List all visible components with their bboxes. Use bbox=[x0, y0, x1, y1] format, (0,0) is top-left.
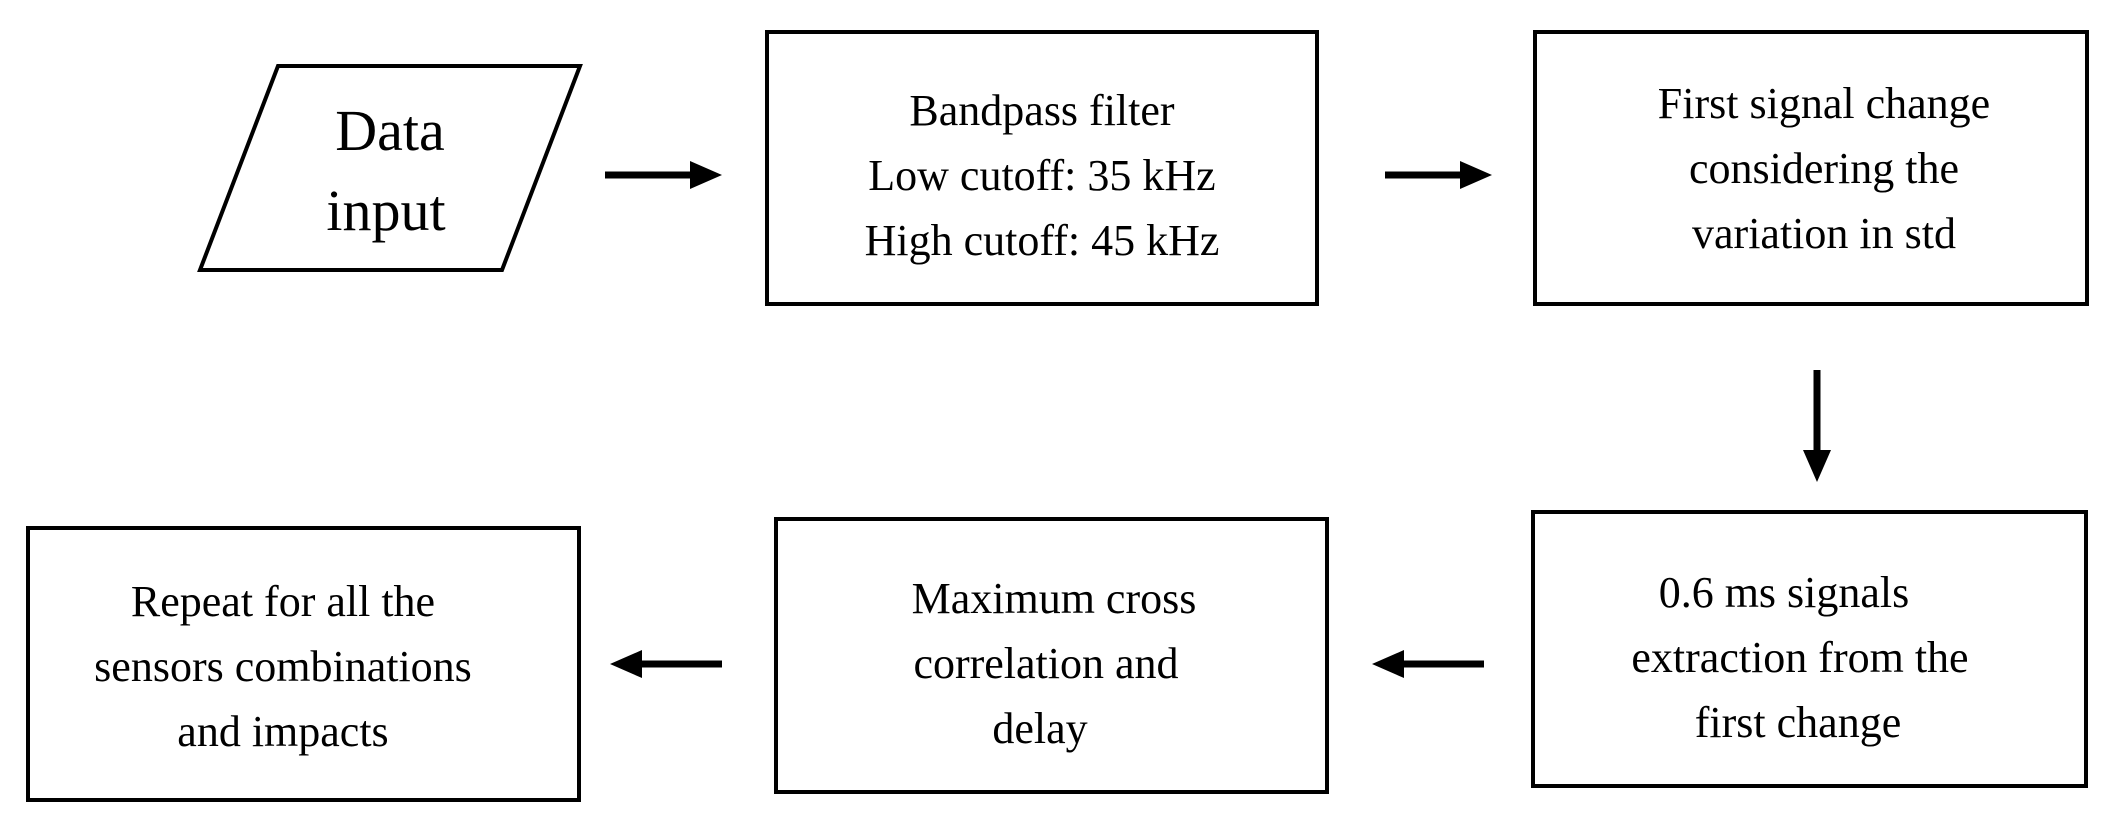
signals-extraction-line-1: 0.6 ms signals bbox=[1659, 568, 1910, 617]
cross-correlation-box bbox=[774, 517, 1329, 794]
data-input-shape bbox=[197, 64, 583, 272]
bandpass-filter-line-2: Low cutoff: 35 kHz bbox=[868, 151, 1215, 200]
signals-extraction-box bbox=[1531, 510, 2088, 788]
first-signal-change-line-3: variation in std bbox=[1692, 209, 1956, 258]
first-signal-change-line-2: considering the bbox=[1689, 144, 1959, 193]
arrow-left-icon bbox=[610, 650, 642, 678]
edge-cross-correlation-to-repeat bbox=[610, 650, 722, 678]
data-input-line-1: Data bbox=[335, 98, 445, 163]
arrow-down-icon bbox=[1803, 450, 1831, 482]
arrow-right-icon bbox=[690, 161, 722, 189]
edge-extraction-to-cross-correlation bbox=[1372, 650, 1484, 678]
bandpass-filter-box bbox=[765, 30, 1319, 306]
cross-correlation-line-3: delay bbox=[992, 704, 1087, 753]
repeat-line-2: sensors combinations bbox=[94, 642, 472, 691]
node-repeat: Repeat for all the sensors combinations … bbox=[26, 526, 581, 802]
repeat-line-1: Repeat for all the bbox=[131, 577, 435, 626]
node-first-signal-change: First signal change considering the vari… bbox=[1533, 30, 2089, 306]
first-signal-change-line-1: First signal change bbox=[1658, 79, 1990, 128]
node-cross-correlation: Maximum cross correlation and delay bbox=[774, 517, 1329, 794]
edge-data-input-to-bandpass bbox=[605, 161, 722, 189]
edge-bandpass-to-first-change bbox=[1385, 161, 1492, 189]
bandpass-filter-line-3: High cutoff: 45 kHz bbox=[865, 216, 1220, 265]
repeat-line-3: and impacts bbox=[177, 707, 388, 756]
repeat-box bbox=[26, 526, 581, 802]
signals-extraction-line-3: first change bbox=[1695, 698, 1901, 747]
arrow-left-icon bbox=[1372, 650, 1404, 678]
first-signal-change-box bbox=[1533, 30, 2089, 306]
bandpass-filter-line-1: Bandpass filter bbox=[909, 86, 1175, 135]
signals-extraction-line-2: extraction from the bbox=[1631, 633, 1968, 682]
edge-first-change-to-extraction bbox=[1803, 370, 1831, 482]
node-bandpass-filter: Bandpass filter Low cutoff: 35 kHz High … bbox=[765, 30, 1319, 306]
cross-correlation-line-1: Maximum cross bbox=[912, 574, 1197, 623]
cross-correlation-line-2: correlation and bbox=[913, 639, 1178, 688]
arrow-right-icon bbox=[1460, 161, 1492, 189]
data-input-line-2: input bbox=[326, 178, 445, 243]
node-signals-extraction: 0.6 ms signals extraction from the first… bbox=[1531, 510, 2088, 788]
node-data-input: Data input bbox=[197, 64, 583, 272]
